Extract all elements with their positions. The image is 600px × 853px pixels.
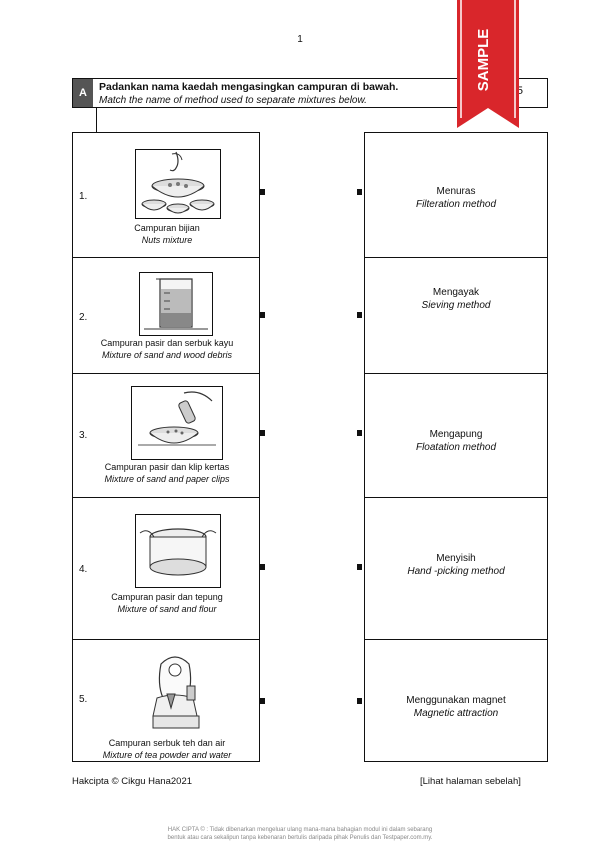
- row-number: 4.: [79, 564, 88, 575]
- mixture-row: 4. Campuran pasir dan tepung Mixture of …: [73, 498, 259, 640]
- mixture-row: 1. Campuran bijian Nuts mixture: [73, 133, 259, 258]
- method-row: Menggunakan magnet Magnetic attraction: [365, 640, 547, 761]
- girl-pouring-tea-illustration: [135, 650, 219, 734]
- page-number: 1: [297, 34, 303, 45]
- method-caption: Mengayak Sieving method: [365, 286, 547, 312]
- mixture-name-english: Nuts mixture: [141, 234, 193, 245]
- method-name-malay: Mengayak: [432, 287, 480, 298]
- mixture-caption: Campuran serbuk teh dan air Mixture of t…: [73, 738, 261, 761]
- instruction-english: Match the name of method used to separat…: [99, 95, 367, 106]
- match-dot-right[interactable]: [357, 698, 362, 704]
- mixture-name-malay: Campuran pasir dan tepung: [111, 592, 223, 602]
- mixture-name-malay: Campuran pasir dan serbuk kayu: [100, 338, 234, 348]
- mixture-name-malay: Campuran serbuk teh dan air: [108, 738, 226, 748]
- method-name-malay: Mengapung: [429, 429, 483, 440]
- legal-line: bentuk atau cara sekalipun tanpa kebenar…: [167, 835, 433, 841]
- method-row: Menyisih Hand -picking method: [365, 498, 547, 640]
- method-name-english: Filteration method: [415, 199, 497, 210]
- method-name-english: Hand -picking method: [407, 566, 505, 577]
- method-caption: Menggunakan magnet Magnetic attraction: [365, 694, 547, 720]
- instruction-malay: Padankan nama kaedah mengasingkan campur…: [99, 81, 399, 93]
- legal-line: HAK CIPTA © : Tidak dibenarkan mengeluar…: [167, 827, 433, 833]
- method-caption: Mengapung Floatation method: [365, 428, 547, 454]
- method-name-malay: Menuras: [436, 186, 476, 197]
- method-name-malay: Menyisih: [436, 553, 476, 564]
- question-instruction: Padankan nama kaedah mengasingkan campur…: [99, 81, 398, 107]
- method-caption: Menyisih Hand -picking method: [365, 552, 547, 578]
- match-dot-right[interactable]: [357, 564, 362, 570]
- beaker-with-sand-and-water-illustration: [139, 272, 213, 336]
- methods-column: Menuras Filteration method Mengayak Siev…: [364, 132, 548, 762]
- mixture-name-english: Mixture of sand and flour: [117, 603, 217, 614]
- legal-notice: HAK CIPTA © : Tidak dibenarkan mengeluar…: [0, 826, 600, 842]
- mixture-caption: Campuran pasir dan serbuk kayu Mixture o…: [73, 338, 261, 361]
- question-header: A Padankan nama kaedah mengasingkan camp…: [72, 78, 548, 108]
- method-name-english: Floatation method: [415, 442, 497, 453]
- mixture-name-malay: Campuran pasir dan klip kertas: [104, 462, 230, 472]
- mixture-name-malay: Campuran bijian: [134, 223, 200, 233]
- mixture-row: 5. Campuran serbuk teh dan air Mixture o…: [73, 640, 259, 761]
- match-dot-left[interactable]: [260, 564, 265, 570]
- section-letter: A: [73, 79, 93, 107]
- method-name-english: Sieving method: [421, 300, 491, 311]
- method-row: Mengayak Sieving method: [365, 258, 547, 374]
- magnet-over-bowl-illustration: [131, 386, 223, 460]
- next-page-text: [Lihat halaman sebelah]: [420, 776, 521, 787]
- bowls-of-nuts-illustration: [135, 149, 221, 219]
- match-dot-right[interactable]: [357, 312, 362, 318]
- watermark-text: SAMPLE: [475, 29, 492, 92]
- match-dot-right[interactable]: [357, 189, 362, 195]
- question-marks: 5: [516, 85, 523, 97]
- mixture-name-english: Mixture of tea powder and water: [102, 749, 232, 760]
- mixtures-column: 1. Campuran bijian Nuts mixture 2.: [72, 132, 260, 762]
- match-dot-left[interactable]: [260, 312, 265, 318]
- sample-ribbon-watermark: SAMPLE: [457, 0, 519, 128]
- match-dot-left[interactable]: [260, 698, 265, 704]
- method-row: Menuras Filteration method: [365, 133, 547, 258]
- row-number: 5.: [79, 694, 88, 705]
- method-row: Mengapung Floatation method: [365, 374, 547, 498]
- mixture-row: 3. Campuran pasir dan klip kertas Mixtur…: [73, 374, 259, 498]
- row-number: 3.: [79, 430, 88, 441]
- match-dot-left[interactable]: [260, 189, 265, 195]
- method-name-malay: Menggunakan magnet: [406, 695, 506, 706]
- mixture-caption: Campuran pasir dan klip kertas Mixture o…: [73, 462, 261, 485]
- row-number: 2.: [79, 312, 88, 323]
- mixture-caption: Campuran bijian Nuts mixture: [73, 223, 261, 246]
- hands-holding-sieve-illustration: [135, 514, 221, 588]
- match-dot-right[interactable]: [357, 430, 362, 436]
- mixture-name-english: Mixture of sand and wood debris: [101, 349, 233, 360]
- match-dot-left[interactable]: [260, 430, 265, 436]
- mixture-row: 2. Campuran pasir dan serbuk kayu Mixtur…: [73, 258, 259, 374]
- mixture-caption: Campuran pasir dan tepung Mixture of san…: [73, 592, 261, 615]
- method-caption: Menuras Filteration method: [365, 185, 547, 211]
- copyright-text: Hakcipta © Cikgu Hana2021: [72, 776, 193, 787]
- divider-tick: [96, 108, 97, 132]
- method-name-english: Magnetic attraction: [413, 708, 499, 719]
- row-number: 1.: [79, 191, 88, 202]
- mixture-name-english: Mixture of sand and paper clips: [104, 473, 230, 484]
